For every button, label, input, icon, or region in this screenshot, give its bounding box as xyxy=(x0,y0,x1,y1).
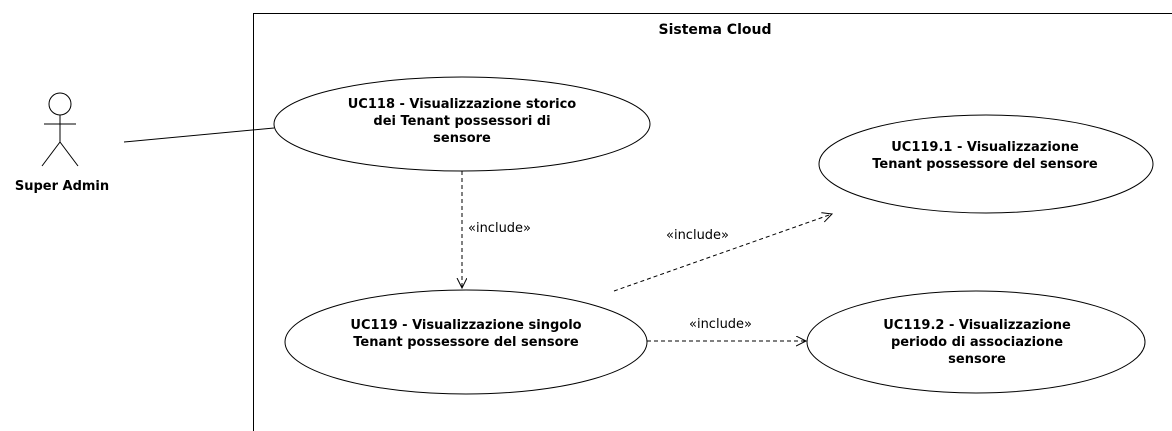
actor-association-line xyxy=(123,127,275,143)
include-label-uc118-uc119: «include» xyxy=(468,221,532,236)
use-case-uc119-2[interactable]: UC119.2 - Visualizzazione periodo di ass… xyxy=(883,318,1071,367)
system-boundary xyxy=(253,13,1172,431)
use-case-uc119-1-ellipse xyxy=(818,114,1154,214)
system-title: Sistema Cloud xyxy=(658,22,772,38)
use-case-uc119-1[interactable]: UC119.1 - Visualizzazione Tenant possess… xyxy=(872,140,1098,172)
include-arrow-uc119-uc119-1 xyxy=(613,214,832,292)
use-case-uc119-ellipse xyxy=(284,289,648,395)
actor-name: Super Admin xyxy=(14,179,110,194)
use-case-uc119[interactable]: UC119 - Visualizzazione singolo Tenant p… xyxy=(350,318,582,350)
actor-icon xyxy=(41,92,79,167)
include-label-uc119-uc119-1: «include» xyxy=(666,228,730,243)
use-case-uc118[interactable]: UC118 - Visualizzazione storico dei Tena… xyxy=(347,97,577,146)
include-label-uc119-uc119-2: «include» xyxy=(689,317,753,332)
